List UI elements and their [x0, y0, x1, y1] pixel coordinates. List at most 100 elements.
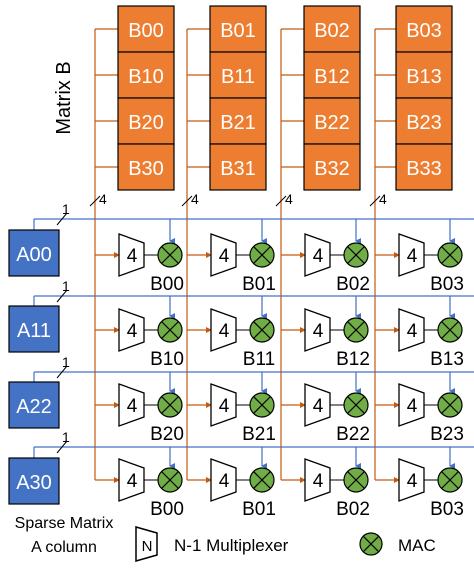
a-bus-width-slash — [56, 365, 68, 379]
mac-icon-cross — [161, 396, 179, 414]
mac-output-label: B23 — [430, 424, 464, 445]
multiplexer-icon — [210, 458, 237, 502]
mac-icon-cross — [441, 396, 459, 414]
b-cell-label: B22 — [314, 112, 350, 134]
b-cell-label: B01 — [220, 20, 256, 42]
b-cell-label: B30 — [128, 158, 164, 180]
mac-output-label: B22 — [336, 424, 370, 445]
b-bus-width-slash — [369, 195, 381, 207]
multiplexer-icon — [398, 308, 425, 352]
processing-element-grid: 4B004B014B024B034B104B114B124B134B204B21… — [95, 219, 464, 520]
a-bus-width-slash — [56, 212, 68, 226]
multiplexer-label: 4 — [313, 471, 324, 492]
b-matrix-cell: B13 — [395, 51, 453, 99]
a-matrix-cell: A11 — [8, 305, 60, 353]
b-matrix-cell: B02 — [303, 5, 361, 53]
multiplexer-label: 4 — [127, 471, 138, 492]
mac-icon-cross — [161, 471, 179, 489]
b-matrix-cell: B01 — [209, 5, 267, 53]
multiplexer-label: 4 — [219, 471, 230, 492]
multiplexer-icon — [304, 308, 331, 352]
mac-icon-cross — [347, 321, 365, 339]
multiplexer-label: 4 — [407, 321, 418, 342]
a-cell-label: A22 — [16, 396, 52, 418]
multiplexer-label: 4 — [127, 321, 138, 342]
a-bus-width-label: 1 — [62, 429, 70, 445]
b-cell-label: B32 — [314, 158, 350, 180]
a-matrix-cell: A00 — [8, 229, 60, 277]
multiplexer-label: 4 — [219, 321, 230, 342]
b-bus-width-label: 4 — [99, 191, 107, 207]
b-cell-label: B20 — [128, 112, 164, 134]
b-matrix-cell: B23 — [395, 97, 453, 145]
multiplexer-icon — [398, 233, 425, 277]
a-matrix-cell: A22 — [8, 381, 60, 429]
b-bus-width-label: 4 — [191, 191, 199, 207]
multiplexer-icon — [304, 458, 331, 502]
a-bus-width-label: 1 — [62, 201, 70, 217]
multiplexer-icon — [118, 383, 145, 427]
mac-icon-cross — [253, 471, 271, 489]
legend-mac-label: MAC — [398, 536, 436, 555]
mac-output-label: B11 — [243, 349, 275, 370]
b-cell-label: B03 — [406, 20, 442, 42]
a-bus-width-label: 1 — [62, 354, 70, 370]
matrix-b-label: Matrix B — [53, 61, 75, 134]
b-bus-width-slash — [89, 195, 101, 207]
mac-output-label: B01 — [242, 499, 276, 520]
multiplexer-label: 4 — [219, 396, 230, 417]
legend-multiplexer-label: N-1 Multiplexer — [174, 536, 289, 555]
mac-icon-cross — [441, 471, 459, 489]
b-matrix-cell: B00 — [117, 5, 175, 53]
mac-output-label: B03 — [430, 274, 464, 295]
b-cell-label: B23 — [406, 112, 442, 134]
multiplexer-label: 4 — [407, 471, 418, 492]
mac-output-label: B00 — [150, 274, 184, 295]
b-matrix-cell: B20 — [117, 97, 175, 145]
multiplexer-label: 4 — [407, 396, 418, 417]
b-cell-label: B11 — [221, 66, 255, 88]
mac-icon-cross — [347, 396, 365, 414]
b-cell-label: B02 — [314, 20, 350, 42]
multiplexer-label: 4 — [313, 396, 324, 417]
mac-icon-cross — [441, 246, 459, 264]
mac-icon-cross — [161, 246, 179, 264]
multiplexer-icon — [304, 233, 331, 277]
b-bus-width-label: 4 — [285, 191, 293, 207]
mac-icon-cross — [253, 321, 271, 339]
multiplexer-icon — [210, 383, 237, 427]
b-matrix-cell: B11 — [209, 51, 267, 99]
a-cell-label: A30 — [16, 472, 52, 494]
multiplexer-icon — [304, 383, 331, 427]
multiplexer-icon — [210, 233, 237, 277]
multiplexer-label: 4 — [127, 246, 138, 267]
legend-sparse-matrix-line1: Sparse Matrix — [15, 515, 114, 532]
b-bus-width-slash — [181, 195, 193, 207]
mac-icon-cross — [441, 321, 459, 339]
mac-output-label: B20 — [150, 424, 184, 445]
b-cell-label: B33 — [406, 158, 442, 180]
mac-output-label: B03 — [430, 499, 464, 520]
mac-icon-cross — [253, 396, 271, 414]
b-cell-label: B10 — [128, 66, 164, 88]
mac-icon-cross — [161, 321, 179, 339]
multiplexer-label: 4 — [219, 246, 230, 267]
mac-output-label: B21 — [242, 424, 276, 445]
b-cell-label: B12 — [314, 66, 350, 88]
a-cell-label: A11 — [17, 320, 51, 342]
mac-icon-cross — [253, 246, 271, 264]
mac-icon-cross — [347, 471, 365, 489]
multiplexer-label: 4 — [127, 396, 138, 417]
